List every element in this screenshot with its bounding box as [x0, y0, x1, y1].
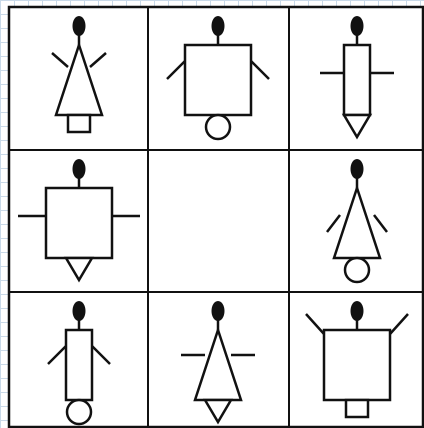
figure-foot-circle: [206, 115, 230, 139]
figure-head: [73, 301, 86, 321]
figure-body-rectangle: [66, 330, 92, 400]
figure-body-square: [324, 330, 390, 400]
figure-body-square: [46, 188, 112, 258]
figure-foot-square: [346, 400, 368, 417]
figure-head: [73, 16, 86, 36]
figure-head: [351, 16, 364, 36]
figure-head: [351, 159, 364, 179]
figure-foot-square: [68, 115, 90, 132]
figure-body-rectangle: [344, 45, 370, 115]
figure-foot-circle: [345, 258, 369, 282]
figure-head: [351, 301, 364, 321]
figure-head: [73, 159, 86, 179]
figure-body-square: [185, 45, 251, 115]
figure-foot-circle: [67, 400, 91, 424]
figure-head: [212, 16, 225, 36]
figure-head: [212, 301, 225, 321]
